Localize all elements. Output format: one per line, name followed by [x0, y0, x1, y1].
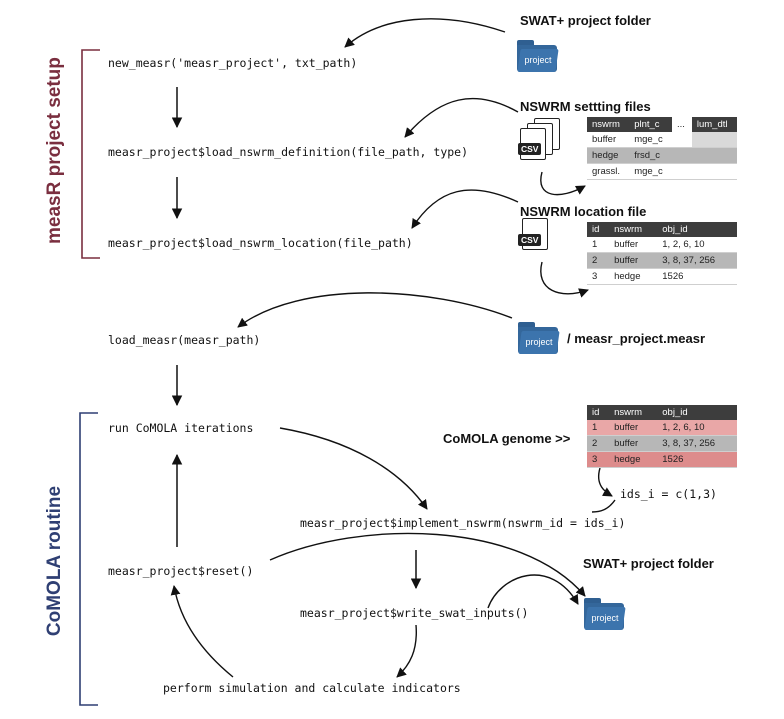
- write-inputs-call: measr_project$write_swat_inputs(): [300, 606, 529, 620]
- table-cell: frsd_c: [629, 147, 672, 164]
- location-header: obj_id: [657, 222, 737, 237]
- table-row: 1 buffer 1, 2, 6, 10: [587, 237, 737, 253]
- folder-label: project: [524, 55, 552, 65]
- genome-header-row: id nswrm obj_id: [587, 405, 737, 420]
- table-cell: hedge: [609, 451, 658, 468]
- table-row: hedge frsd_c: [587, 147, 737, 164]
- measr-file-label: / measr_project.measr: [567, 331, 706, 346]
- table-cell: 3, 8, 37, 256: [657, 252, 737, 269]
- swat-folder-bottom-label: SWAT+ project folder: [583, 556, 714, 571]
- location-table: id nswrm obj_id 1 buffer 1, 2, 6, 10 2 b…: [587, 222, 737, 285]
- settings-header: ...: [671, 117, 692, 132]
- implement-call: measr_project$implement_nswrm(nswrm_id =…: [300, 516, 626, 530]
- arrow-write-to-folder: [487, 574, 579, 609]
- project-folder-icon: project: [517, 40, 559, 72]
- table-row: buffer mge_c: [587, 132, 737, 148]
- folder-label: project: [591, 613, 619, 623]
- setup-bracket: [81, 49, 100, 259]
- arrow-csv-to-definition: [404, 98, 519, 138]
- load-definition-call: measr_project$load_nswrm_definition(file…: [108, 145, 469, 159]
- settings-header-row: nswrm plnt_c ... lum_dtl: [587, 117, 737, 132]
- table-cell: hedge: [587, 147, 630, 164]
- settings-header: plnt_c: [629, 117, 672, 132]
- table-cell: 3: [587, 268, 610, 285]
- table-cell: 3: [587, 451, 610, 468]
- table-cell: [671, 163, 692, 180]
- setting-files-label: NSWRM settting files: [520, 99, 651, 114]
- table-cell: 1526: [657, 451, 737, 468]
- table-row: grassl. mge_c: [587, 163, 737, 180]
- settings-table: nswrm plnt_c ... lum_dtl buffer mge_c he…: [587, 117, 737, 180]
- location-header: id: [587, 222, 610, 237]
- ids-assignment: ids_i = c(1,3): [620, 487, 717, 501]
- table-cell: 1, 2, 6, 10: [657, 237, 737, 253]
- settings-header: nswrm: [587, 117, 630, 132]
- load-location-call: measr_project$load_nswrm_location(file_p…: [108, 236, 413, 250]
- table-cell: [691, 163, 737, 180]
- table-cell: 2: [587, 252, 610, 269]
- load-measr-call: load_measr(measr_path): [108, 333, 261, 347]
- table-row: 3 hedge 1526: [587, 268, 737, 285]
- table-cell: buffer: [587, 132, 630, 148]
- arrow-write-to-simulate: [396, 624, 417, 678]
- arrow-csv2-to-location: [411, 189, 519, 229]
- table-cell: 1: [587, 420, 610, 436]
- table-cell: 1, 2, 6, 10: [657, 420, 737, 436]
- arrow-simulate-to-reset: [170, 585, 234, 678]
- project-folder-icon: project: [518, 322, 560, 354]
- arrow-genome-to-ids: [598, 467, 613, 497]
- genome-header: id: [587, 405, 610, 420]
- table-row: 3 hedge 1526: [587, 451, 737, 468]
- routine-bracket: [79, 412, 98, 706]
- arrow-csv2-to-loctable: [540, 261, 589, 298]
- arrow-measr-to-load: [237, 292, 513, 328]
- arrow-folder-to-new: [344, 18, 506, 48]
- table-cell: buffer: [609, 435, 658, 452]
- settings-header: lum_dtl: [691, 117, 737, 132]
- csv-files-icon: CSV: [518, 118, 562, 164]
- project-folder-icon: project: [584, 598, 626, 630]
- csv-tag: CSV: [518, 234, 542, 246]
- setup-section-label: measR project setup: [44, 57, 65, 244]
- table-cell: [671, 132, 692, 148]
- location-header-row: id nswrm obj_id: [587, 222, 737, 237]
- csv-tag: CSV: [518, 143, 542, 155]
- swat-folder-top-label: SWAT+ project folder: [520, 13, 651, 28]
- table-cell: grassl.: [587, 163, 630, 180]
- table-row: 1 buffer 1, 2, 6, 10: [587, 420, 737, 436]
- table-cell: 3, 8, 37, 256: [657, 435, 737, 452]
- arrow-csv-to-settings: [540, 171, 586, 196]
- table-cell: [671, 147, 692, 164]
- table-cell: 1526: [657, 268, 737, 285]
- simulate-step: perform simulation and calculate indicat…: [163, 681, 461, 695]
- table-row: 2 buffer 3, 8, 37, 256: [587, 252, 737, 269]
- table-cell: buffer: [609, 252, 658, 269]
- table-cell: [691, 147, 737, 164]
- table-cell: 1: [587, 237, 610, 253]
- table-cell: buffer: [609, 237, 658, 253]
- arrow-run-to-implement: [279, 427, 428, 510]
- genome-header: obj_id: [657, 405, 737, 420]
- location-header: nswrm: [609, 222, 658, 237]
- location-file-label: NSWRM location file: [520, 204, 647, 219]
- genome-table: id nswrm obj_id 1 buffer 1, 2, 6, 10 2 b…: [587, 405, 737, 468]
- genome-header: nswrm: [609, 405, 658, 420]
- arrow-ids-to-implement: [591, 499, 616, 513]
- table-cell: mge_c: [629, 132, 672, 148]
- reset-call: measr_project$reset(): [108, 564, 254, 578]
- table-cell: hedge: [609, 268, 658, 285]
- routine-section-label: CoMOLA routine: [44, 485, 65, 637]
- csv-file-icon: CSV: [518, 218, 562, 264]
- new-measr-call: new_measr('measr_project', txt_path): [108, 56, 358, 70]
- folder-label: project: [525, 337, 553, 347]
- table-row: 2 buffer 3, 8, 37, 256: [587, 435, 737, 452]
- run-comola-step: run CoMOLA iterations: [108, 421, 254, 435]
- arrow-implement-to-folder: [269, 532, 586, 597]
- table-cell: buffer: [609, 420, 658, 436]
- table-cell: [691, 132, 737, 148]
- table-cell: 2: [587, 435, 610, 452]
- table-cell: mge_c: [629, 163, 672, 180]
- genome-label: CoMOLA genome >>: [443, 431, 571, 446]
